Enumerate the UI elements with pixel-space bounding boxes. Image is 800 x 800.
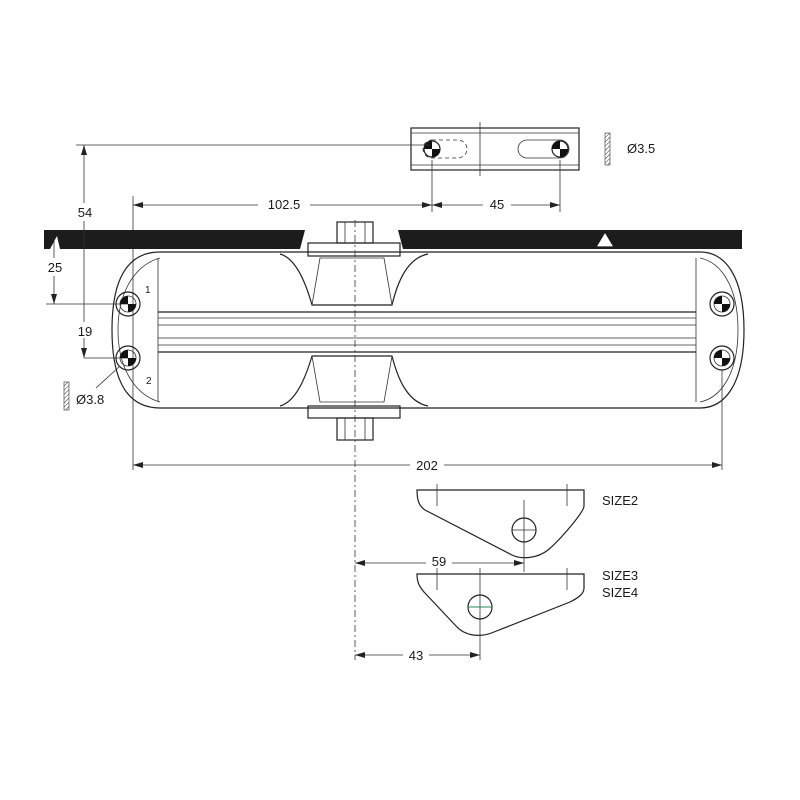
arm-size3-4: SIZE3 SIZE4 [416,568,638,660]
dim-45-label: 45 [490,197,504,212]
screw-hatch-icon [63,381,70,411]
arm-size2: SIZE2 [416,484,638,572]
body-hole-diameter: Ø3.8 [76,392,104,407]
hole-2-label: 2 [146,376,152,387]
bracket-hole-right-icon [551,140,569,158]
dim-43-label: 43 [409,648,423,663]
bracket-hole-diameter: Ø3.5 [627,141,655,156]
body-hole-right-bottom-icon [709,345,735,371]
size3-label: SIZE3 [602,568,638,583]
dimension-202: 202 [133,456,722,473]
screw-hatch-icon [604,132,611,166]
body-hole-2-icon [115,345,141,371]
dim-25-label: 25 [48,260,62,275]
closer-body: 1 2 [111,221,745,470]
dim-202-label: 202 [416,458,438,473]
size2-label: SIZE2 [602,493,638,508]
dimension-59: 59 [355,552,524,569]
door-frame-bar [44,230,742,249]
hinge-marker-icon [594,230,616,248]
body-hole-right-top-icon [709,291,735,317]
dimension-left: 54 25 19 [43,144,430,359]
dim-19-label: 19 [78,324,92,339]
dim-102-5-label: 102.5 [268,197,301,212]
dim-59-label: 59 [432,554,446,569]
bracket-hole-left-icon [423,140,441,158]
body-hole-1-icon [115,291,141,317]
dim-54-label: 54 [78,205,92,220]
hole-1-label: 1 [145,285,151,296]
top-bracket: Ø3.5 [410,122,655,176]
dimension-43: 43 [355,646,480,663]
body-hole-callout: Ø3.8 [63,365,121,411]
dimension-top: 102.5 45 [132,160,561,470]
size4-label: SIZE4 [602,585,638,600]
